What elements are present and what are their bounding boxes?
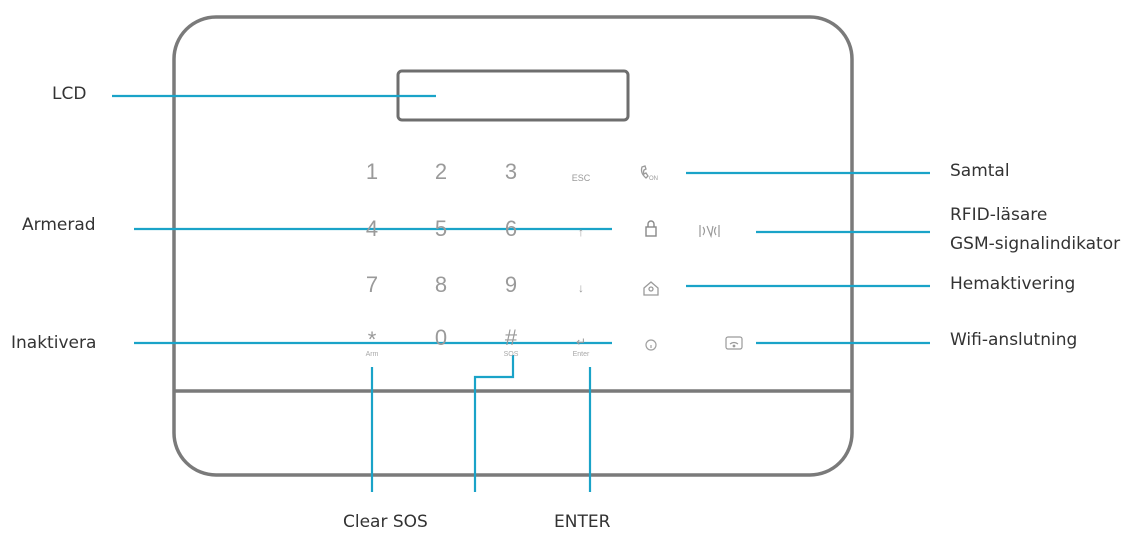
phone-icon: ON [640, 165, 658, 182]
key-down[interactable]: ↓ [578, 281, 584, 295]
label-rfid: RFID-läsare [950, 205, 1048, 225]
leader-lines [112, 94, 930, 492]
label-wifi: Wifi-anslutning [950, 330, 1078, 350]
label-enter: ENTER [554, 512, 611, 532]
label-home: Hemaktivering [950, 274, 1076, 294]
key-star-sublabel: Arm [365, 351, 379, 358]
rfid-icon [699, 225, 720, 239]
key-up[interactable]: ↑ [578, 225, 584, 239]
label-call: Samtal [950, 161, 1010, 181]
key-esc[interactable]: ESC [571, 173, 591, 183]
home-icon [643, 281, 659, 296]
unlock-icon [645, 339, 657, 351]
label-armed: Armerad [22, 215, 96, 235]
label-disarm: Inaktivera [11, 333, 97, 353]
key-2[interactable]: 2 [434, 159, 448, 184]
lock-icon [645, 220, 657, 237]
key-enter[interactable]: ↵ [575, 335, 587, 349]
label-clear-sos: Clear SOS [343, 512, 428, 532]
key-3[interactable]: 3 [504, 159, 518, 184]
key-5[interactable]: 5 [434, 216, 448, 241]
device-outline [172, 15, 854, 477]
svg-text:ON: ON [649, 176, 658, 182]
wifi-icon [725, 336, 743, 350]
leader-sos [473, 355, 515, 492]
key-star[interactable]: * [367, 327, 377, 352]
key-hash-sublabel: SOS [503, 351, 519, 358]
label-gsm: GSM-signalindikator [950, 234, 1121, 254]
key-hash[interactable]: # [504, 325, 518, 350]
key-9[interactable]: 9 [504, 272, 518, 297]
label-lcd: LCD [52, 84, 87, 104]
key-7[interactable]: 7 [365, 272, 379, 297]
key-4[interactable]: 4 [365, 216, 379, 241]
key-6[interactable]: 6 [504, 216, 518, 241]
key-1[interactable]: 1 [365, 159, 379, 184]
key-enter-sublabel: Enter [572, 351, 590, 358]
key-0[interactable]: 0 [434, 325, 448, 350]
key-8[interactable]: 8 [434, 272, 448, 297]
